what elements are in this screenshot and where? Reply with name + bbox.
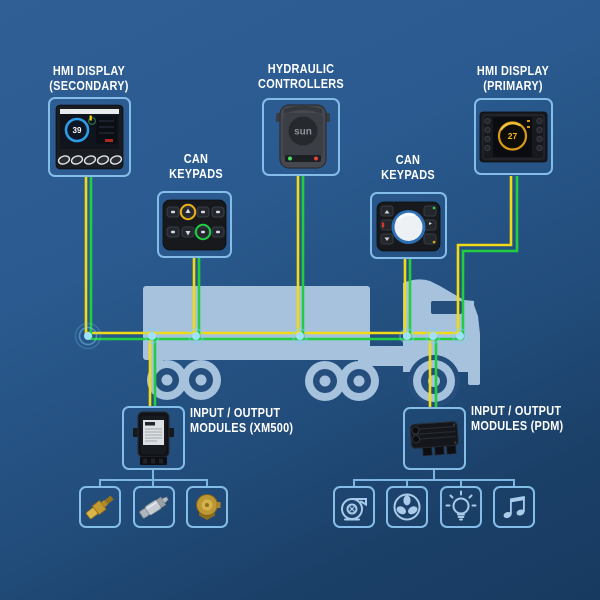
bus-node-glow	[456, 332, 464, 340]
pressure-switch-sensor-icon	[81, 488, 119, 526]
screen-yellow-marker	[89, 115, 92, 121]
io-xm500-label: INPUT / OUTPUT MODULES (XM500)	[190, 405, 294, 435]
yellow-ring-button	[179, 203, 197, 221]
output-box-blower	[333, 486, 375, 528]
hydraulic-controllers-label: HYDRAULIC CONTROLLERS	[258, 61, 344, 91]
bus-node-glow	[399, 328, 415, 344]
output-box-work-light	[440, 486, 482, 528]
audio-icon	[495, 488, 533, 526]
output-box-audio	[493, 486, 535, 528]
sun-logo: sun	[294, 127, 312, 138]
sensor-box-temperature-sender	[186, 486, 228, 528]
bus-node-glow	[144, 328, 160, 344]
red-marker	[382, 222, 385, 228]
secondary-screen-value: 39	[73, 126, 82, 135]
red-led	[314, 156, 318, 161]
green-ring-button	[194, 223, 212, 241]
io-pdm-box	[403, 407, 466, 470]
can-keypads-left-label: CAN KEYPADS	[169, 151, 223, 181]
green-led	[288, 156, 292, 161]
pdm-module-image	[405, 409, 464, 468]
hmi-secondary-display-image: 39	[50, 99, 129, 175]
primary-screen-value: 27	[508, 131, 518, 141]
io-xm500-box	[122, 406, 185, 470]
work-light-icon	[442, 488, 480, 526]
xm500-module-image	[124, 408, 183, 468]
output-box-fan	[386, 486, 428, 528]
can-keypads-right-label: CAN KEYPADS	[381, 152, 435, 182]
can-keypads-left-box	[157, 191, 232, 258]
blower-icon	[335, 488, 373, 526]
hydraulic-controllers-box: sun	[262, 98, 340, 176]
io-pdm-label: INPUT / OUTPUT MODULES (PDM)	[471, 403, 564, 433]
bus-connection-nodes	[74, 322, 468, 350]
bus-node-glow	[188, 328, 204, 344]
sensor-tree-connector	[99, 470, 208, 486]
can-rotary-keypad-image	[372, 194, 445, 257]
hmi-secondary-box: 39	[48, 97, 131, 177]
sensor-box-pressure-switch	[79, 486, 121, 528]
hmi-primary-label: HMI DISPLAY (PRIMARY)	[476, 63, 550, 93]
bus-node-glow	[84, 332, 92, 340]
temperature-sender-sensor-icon	[188, 488, 226, 526]
bus-node-glow	[148, 332, 156, 340]
bus-node-glow	[452, 328, 468, 344]
hmi-primary-display-image: 27	[476, 100, 551, 173]
bus-node-glow	[296, 332, 304, 340]
green-marker	[432, 206, 436, 210]
bus-node-glow	[292, 328, 308, 344]
bus-node-glow	[78, 326, 98, 346]
can-keypad-buttons-image	[159, 193, 230, 256]
sensor-box-pressure-transducer	[133, 486, 175, 528]
bus-node-glow	[403, 332, 411, 340]
front-panel-buttons	[57, 155, 123, 165]
bezel-buttons	[484, 117, 543, 152]
can-bus-wire-green	[89, 176, 519, 407]
pressure-transducer-sensor-icon	[135, 488, 173, 526]
bus-node-glow	[425, 328, 441, 344]
hmi-primary-box: 27	[474, 98, 553, 175]
truck-silhouette-graphic	[143, 279, 480, 407]
fan-icon	[388, 488, 426, 526]
bus-node-glow	[74, 322, 102, 350]
bus-node-glow	[192, 332, 200, 340]
hydraulic-controller-image: sun	[264, 100, 338, 174]
bus-node-glow	[429, 332, 437, 340]
truck-wheels	[147, 360, 455, 402]
output-tree-connector	[353, 470, 515, 486]
can-keypads-right-box	[370, 192, 447, 259]
hmi-secondary-label: HMI DISPLAY (SECONDARY)	[49, 63, 129, 93]
